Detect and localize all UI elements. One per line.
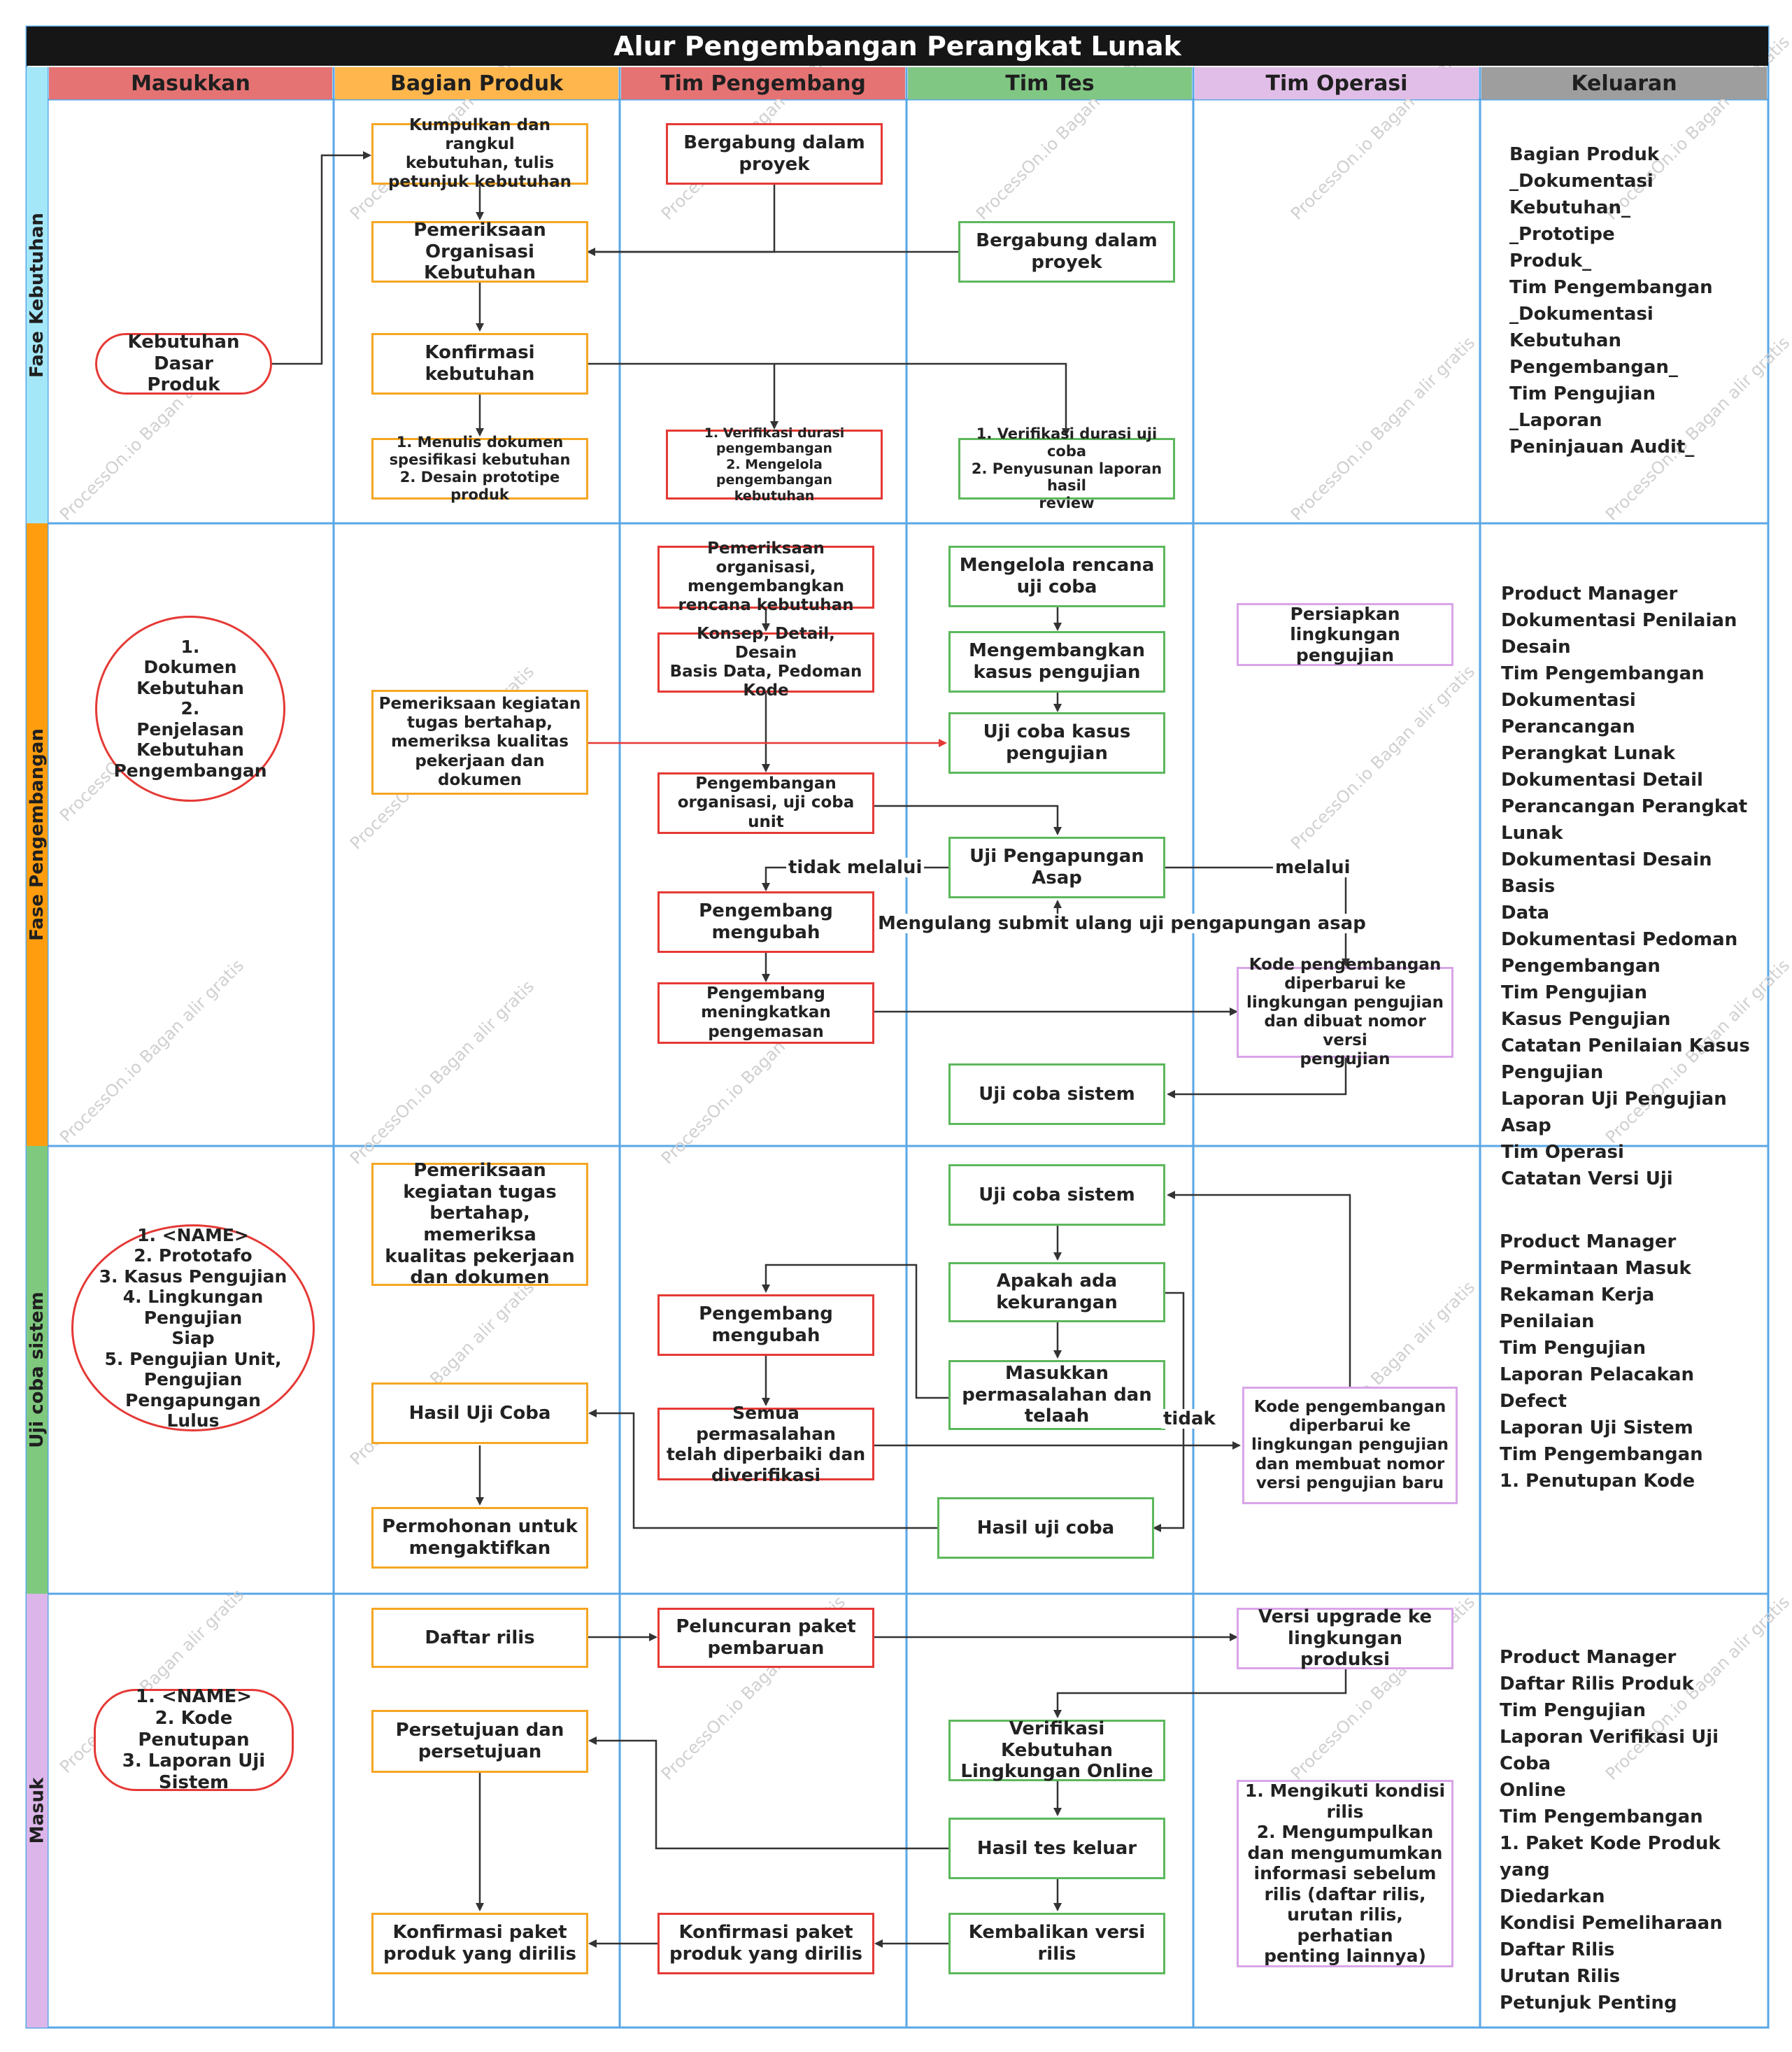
- node-confirm-release-package[interactable]: Konfirmasi paket produk yang dirilis: [371, 1913, 588, 1974]
- arrow-result-to-bagian: [588, 1409, 937, 1529]
- node-dev-join-project[interactable]: Bergabung dalam proyek: [666, 123, 883, 185]
- node-test-verify-duration[interactable]: 1. Verifikasi durasi uji coba 2. Penyusu…: [958, 425, 1175, 511]
- node-activation-request[interactable]: Permohonan untuk mengaktifkan: [371, 1507, 588, 1569]
- arrow-unit-to-smoke: [874, 805, 1062, 835]
- node-launch-update-package[interactable]: Peluncuran paket pembaruan: [657, 1608, 874, 1668]
- column-header-tim-operasi: Tim Operasi: [1195, 67, 1479, 99]
- node-dev-modify[interactable]: Pengembang mengubah: [657, 891, 874, 953]
- label-pass: melalui: [1273, 858, 1353, 877]
- node-requirements-review[interactable]: Pemeriksaan Organisasi Kebutuhan: [371, 220, 588, 283]
- phase-label-uji-coba-sistem: Uji coba sistem: [27, 1146, 48, 1594]
- node-enter-issues[interactable]: Masukkan permasalahan dan telaah: [948, 1360, 1165, 1430]
- label-no: tidak: [1161, 1409, 1218, 1429]
- node-basic-requirements[interactable]: Kebutuhan Dasar Produk: [95, 332, 272, 395]
- node-test-trial-cases[interactable]: Uji coba kasus pengujian: [948, 712, 1165, 774]
- node-test-input-list[interactable]: 1. <NAME> 2. Prototafo 3. Kasus Pengujia…: [71, 1224, 315, 1431]
- node-verify-online-env[interactable]: Verifikasi Kebutuhan Lingkungan Online: [948, 1718, 1165, 1782]
- node-release-input-list[interactable]: 1. <NAME> 2. Kode Penutupan 3. Laporan U…: [94, 1686, 294, 1793]
- node-dev-verify-duration[interactable]: 1. Verifikasi durasi pengembangan 2. Men…: [666, 425, 883, 504]
- node-any-defects[interactable]: Apakah ada kekurangan: [948, 1262, 1165, 1322]
- node-release-conditions[interactable]: 1. Mengikuti kondisi rilis 2. Mengumpulk…: [1237, 1780, 1453, 1967]
- node-prepare-test-env[interactable]: Persiapkan lingkungan pengujian: [1237, 603, 1453, 666]
- node-stage-check-2[interactable]: Pemeriksaan kegiatan tugas bertahap, mem…: [371, 1160, 588, 1288]
- column-header-tim-pengembang: Tim Pengembang: [621, 67, 905, 99]
- phase-label-pengembangan: Fase Pengembangan: [27, 523, 48, 1146]
- node-stage-check[interactable]: Pemeriksaan kegiatan tugas bertahap, mem…: [371, 690, 588, 795]
- diagram-title: Alur Pengembangan Perangkat Lunak: [27, 27, 1768, 66]
- output-list-phase1: Bagian Produk _Dokumentasi Kebutuhan_ _P…: [1509, 144, 1713, 458]
- node-approval[interactable]: Persetujuan dan persetujuan: [371, 1710, 588, 1773]
- label-repeat-smoke: Mengulang submit ulang uji pengapungan a…: [876, 914, 1368, 933]
- arrow-ops-to-system-retest: [1167, 1191, 1351, 1387]
- node-test-output-result[interactable]: Hasil tes keluar: [948, 1818, 1165, 1879]
- node-dev-input-documents[interactable]: 1. Dokumen Kebutuhan 2. Penjelasan Kebut…: [95, 616, 285, 802]
- column-header-keluaran: Keluaran: [1481, 67, 1767, 99]
- node-return-release-version[interactable]: Kembalikan versi rilis: [948, 1913, 1165, 1974]
- node-ops-code-update[interactable]: Kode pengembangan diperbarui ke lingkung…: [1237, 956, 1453, 1068]
- arrow-confirm-to-test-verify: [588, 362, 1070, 437]
- node-issues-fixed[interactable]: Semua permasalahan telah diperbaiki dan …: [657, 1403, 874, 1485]
- node-test-result-output[interactable]: Hasil uji coba: [937, 1497, 1154, 1559]
- column-header-bagian-produk: Bagian Produk: [335, 67, 618, 99]
- output-list-phase3: Product Manager Permintaan Masuk Rekaman…: [1500, 1231, 1703, 1492]
- arrow-result-to-approval: [588, 1736, 948, 1850]
- node-dev-confirm-release[interactable]: Konfirmasi paket produk yang dirilis: [657, 1913, 874, 1974]
- arrow-upgrade-to-verify: [1053, 1669, 1347, 1718]
- node-write-spec[interactable]: 1. Menulis dokumen spesifikasi kebutuhan…: [371, 434, 588, 503]
- node-smoke-test[interactable]: Uji Pengapungan Asap: [948, 837, 1165, 898]
- output-list-phase4: Product Manager Daftar Rilis Produk Tim …: [1500, 1647, 1723, 2014]
- arrow-ops-to-system: [1167, 1058, 1347, 1098]
- node-collect-requirements[interactable]: Kumpulkan dan rangkul kebutuhan, tulis p…: [371, 116, 588, 191]
- node-test-cases[interactable]: Mengembangkan kasus pengujian: [948, 631, 1165, 693]
- phase-label-kebutuhan: Fase Kebutuhan: [27, 67, 48, 523]
- node-upgrade-production[interactable]: Versi upgrade ke lingkungan produksi: [1237, 1606, 1453, 1670]
- node-test-plan[interactable]: Mengelola rencana uji coba: [948, 546, 1165, 607]
- node-confirm-requirements[interactable]: Konfirmasi kebutuhan: [371, 333, 588, 395]
- output-list-phase2: Product Manager Dokumentasi Penilaian De…: [1501, 583, 1750, 1189]
- node-dev-org-review[interactable]: Pemeriksaan organisasi, mengembangkan re…: [657, 539, 874, 614]
- phase-label-masuk: Masuk: [27, 1594, 48, 2028]
- arrow-enter-to-change: [762, 1264, 948, 1399]
- column-header-masukkan: Masukkan: [49, 67, 332, 99]
- node-dev-unit-test[interactable]: Pengembangan organisasi, uji coba unit: [657, 772, 874, 834]
- node-system-test-2[interactable]: Uji coba sistem: [948, 1164, 1165, 1226]
- node-ops-new-version[interactable]: Kode pengembangan diperbarui ke lingkung…: [1242, 1387, 1458, 1504]
- node-dev-modify-2[interactable]: Pengembang mengubah: [657, 1294, 874, 1356]
- node-dev-packaging[interactable]: Pengembang meningkatkan pengemasan: [657, 982, 874, 1044]
- node-dev-concept-design[interactable]: Konsep, Detail, Desain Basis Data, Pedom…: [657, 625, 874, 700]
- node-test-results[interactable]: Hasil Uji Coba: [371, 1382, 588, 1444]
- arrow-input-to-collect: [272, 151, 371, 365]
- node-system-test[interactable]: Uji coba sistem: [948, 1063, 1165, 1125]
- label-not-pass: tidak melalui: [786, 858, 925, 877]
- node-release-list[interactable]: Daftar rilis: [371, 1608, 588, 1668]
- column-header-tim-tes: Tim Tes: [908, 67, 1192, 99]
- node-test-join-project[interactable]: Bergabung dalam proyek: [958, 221, 1175, 283]
